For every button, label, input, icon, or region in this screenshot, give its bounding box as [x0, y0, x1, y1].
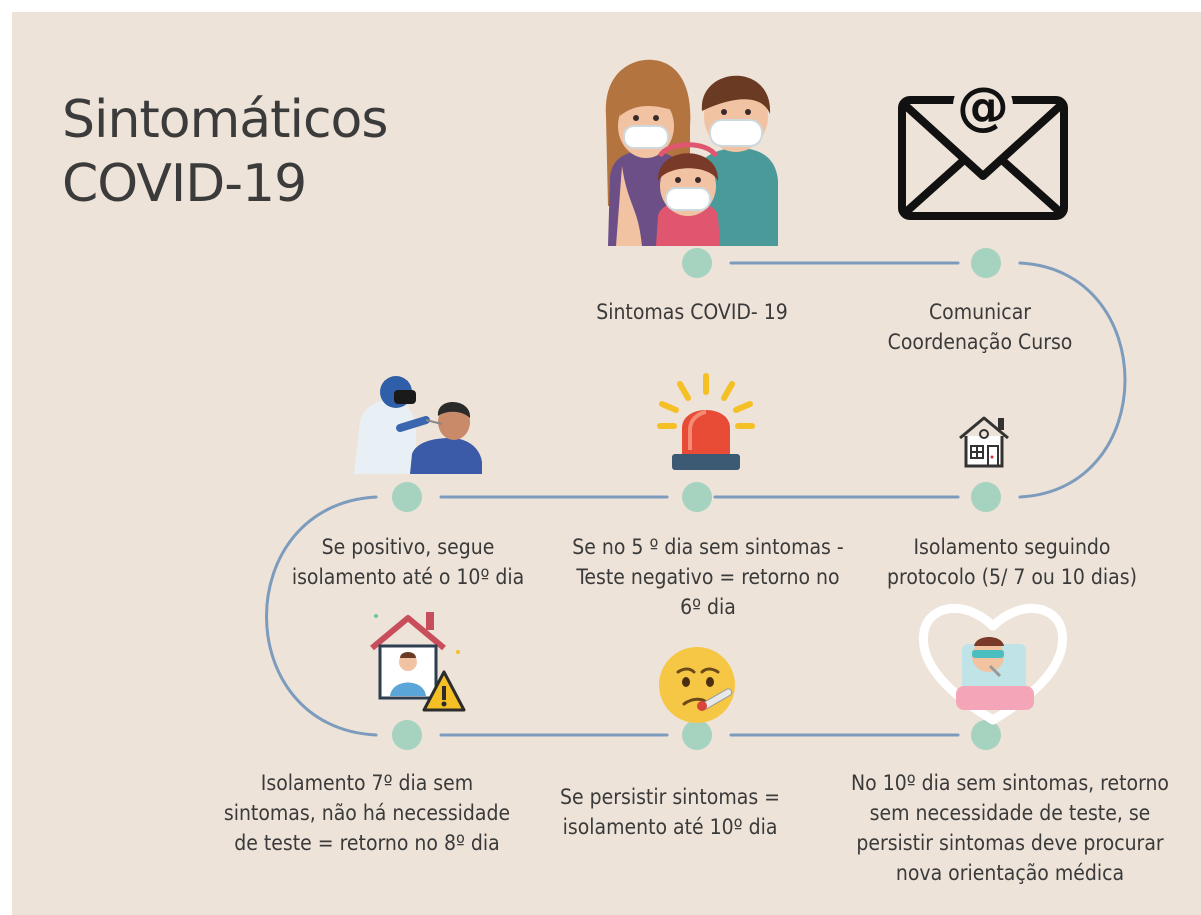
sick-emoji-thermometer-icon: [659, 647, 735, 723]
siren-alarm-icon: [657, 373, 755, 470]
title-line-1: Sintomáticos: [62, 90, 388, 150]
node-positivo: [392, 482, 422, 512]
label-sintomas: Sintomas COVID- 19: [596, 300, 788, 324]
label-persistir: Se persistir sintomas = isolamento até 1…: [559, 785, 781, 839]
label-comunicar: Comunicar Coordenação Curso: [887, 300, 1073, 354]
label-quinto-dia: Se no 5 º dia sem sintomas - Teste negat…: [572, 535, 844, 619]
node-comunicar: [971, 248, 1001, 278]
family-with-masks-icon: [605, 59, 778, 246]
label-positivo: Se positivo, segue isolamento até o 10º …: [291, 535, 525, 589]
path-curve-right: [1018, 261, 1127, 499]
house-icon: [959, 416, 1009, 468]
covid-swab-test-icon: [354, 376, 482, 474]
sick-person-heart-icon: [918, 603, 1068, 725]
svg-text:@: @: [957, 77, 1009, 137]
node-decimo-dia: [971, 720, 1001, 750]
node-persistir: [682, 720, 712, 750]
home-isolation-warning-icon: [370, 612, 466, 712]
node-sintomas: [682, 248, 712, 278]
path-curve-left: [265, 495, 378, 737]
node-setimo-dia: [392, 720, 422, 750]
node-isolamento-protocolo: [971, 482, 1001, 512]
title-line-2: COVID-19: [62, 154, 307, 214]
node-quinto-dia: [682, 482, 712, 512]
email-envelope-icon: @: [898, 76, 1068, 220]
page-title: Sintomáticos COVID-19: [62, 88, 388, 216]
label-setimo-dia: Isolamento 7º dia sem sintomas, não há n…: [223, 771, 511, 855]
label-isolamento-protocolo: Isolamento seguindo protocolo (5/ 7 ou 1…: [887, 535, 1137, 589]
label-decimo-dia: No 10º dia sem sintomas, retorno sem nec…: [851, 771, 1169, 885]
